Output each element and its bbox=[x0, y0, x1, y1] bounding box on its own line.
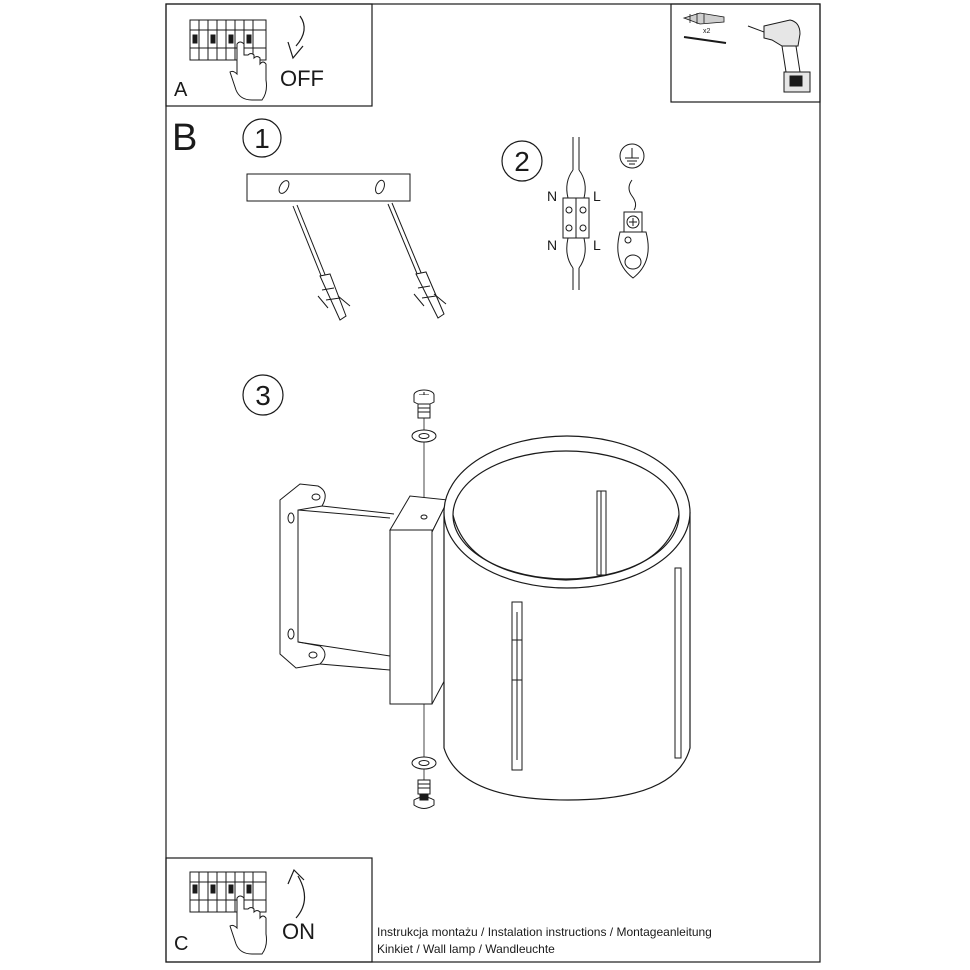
switch-off-label: OFF bbox=[280, 66, 324, 91]
step-3-number: 3 bbox=[255, 380, 271, 411]
hand-icon bbox=[229, 41, 267, 101]
ground-terminal-icon bbox=[617, 211, 649, 279]
caption-title: Instrukcja montażu / Instalation instruc… bbox=[377, 925, 712, 939]
mounting-block bbox=[389, 495, 449, 705]
drill-hole-left bbox=[278, 180, 290, 194]
wire-live-top: L bbox=[593, 188, 601, 204]
arrow-up-head bbox=[287, 868, 305, 885]
step-1-badge bbox=[242, 118, 282, 158]
top-washer-icon bbox=[411, 429, 437, 443]
panel-c-box bbox=[165, 857, 373, 963]
breaker-panel-icon-c bbox=[189, 871, 267, 913]
outer-frame bbox=[165, 3, 821, 963]
caption-product: Kinkiet / Wall lamp / Wandleuchte bbox=[377, 942, 555, 956]
bottom-washer-icon bbox=[411, 756, 437, 770]
step-1-number: 1 bbox=[254, 123, 270, 154]
breaker-panel-icon bbox=[189, 19, 267, 61]
wire-neutral-top: N bbox=[547, 188, 557, 204]
panel-a-box bbox=[165, 3, 373, 107]
anchor-count: x2 bbox=[703, 28, 711, 35]
step-3-badge bbox=[242, 374, 284, 416]
section-b-label: B bbox=[172, 117, 197, 159]
drill-hole-right bbox=[375, 179, 385, 195]
drill-icon bbox=[747, 19, 811, 93]
panel-c: ON C bbox=[165, 857, 373, 963]
wall-anchor-right bbox=[387, 202, 447, 319]
top-screw-icon bbox=[413, 389, 435, 419]
ground-wire bbox=[628, 179, 637, 211]
step-2: 2 N L N L bbox=[501, 137, 649, 290]
step-2-number: 2 bbox=[514, 146, 530, 177]
mounting-template bbox=[246, 173, 411, 202]
wire-neutral-bottom: N bbox=[547, 237, 557, 253]
arrow-up-icon bbox=[295, 875, 306, 919]
screw-icon bbox=[683, 36, 727, 44]
terminal-block bbox=[562, 137, 590, 290]
step-1: 1 bbox=[242, 118, 447, 321]
lamp-slots bbox=[511, 490, 682, 771]
wall-plug-icon bbox=[682, 12, 725, 25]
section-c-label: C bbox=[174, 933, 188, 955]
hand-icon-c bbox=[229, 895, 267, 955]
step-3: 3 bbox=[242, 374, 691, 809]
switch-on-label: ON bbox=[282, 919, 315, 944]
lamp-cylinder bbox=[443, 435, 691, 801]
section-a-label: A bbox=[174, 79, 188, 101]
wall-anchor-left bbox=[292, 204, 351, 321]
bottom-screw-icon bbox=[413, 779, 435, 809]
ground-symbol-icon bbox=[619, 143, 645, 169]
tools-panel: x2 bbox=[670, 3, 821, 103]
panel-a: OFF A bbox=[165, 3, 373, 107]
arrow-down-head bbox=[287, 41, 304, 60]
step-2-badge bbox=[501, 140, 543, 182]
wall-bracket bbox=[279, 483, 395, 671]
wire-live-bottom: L bbox=[593, 237, 601, 253]
arrow-down-icon bbox=[295, 15, 305, 47]
tools-panel-box bbox=[670, 3, 821, 103]
